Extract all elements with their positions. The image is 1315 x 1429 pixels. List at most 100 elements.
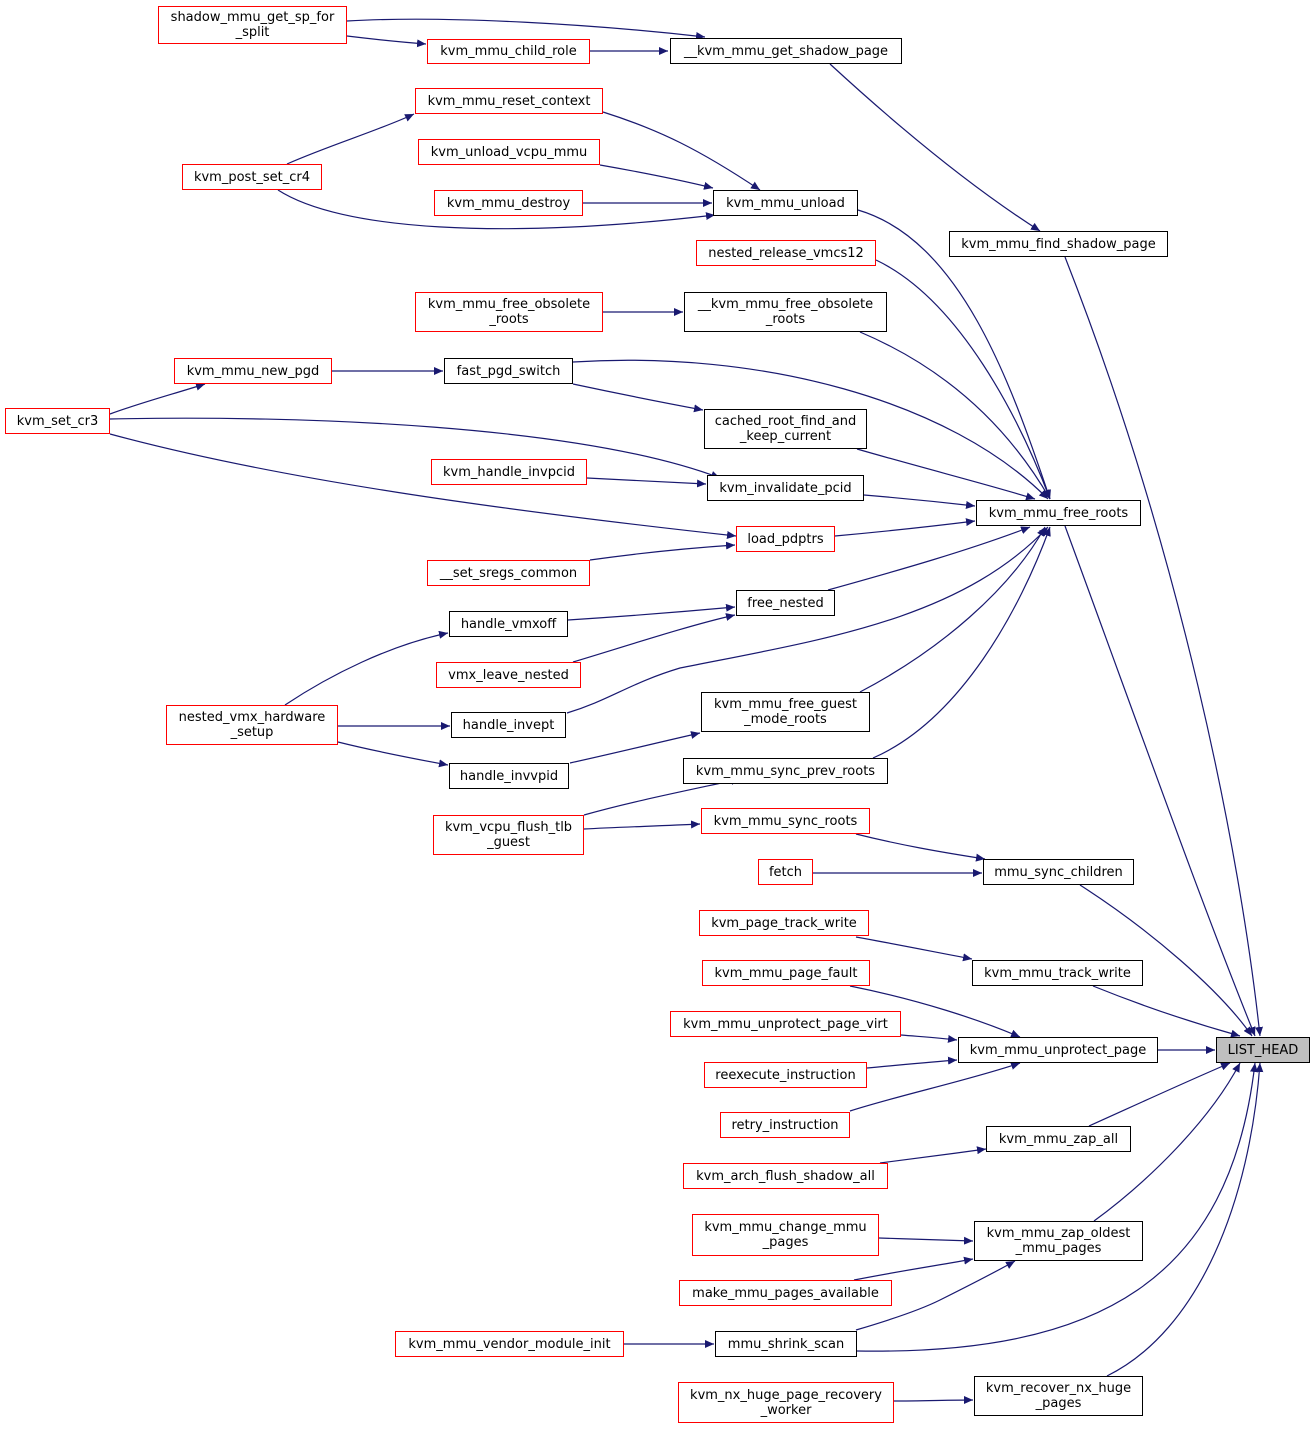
node-free-nested[interactable]: free_nested — [736, 590, 835, 616]
node-kvm-mmu-vendor-module-init[interactable]: kvm_mmu_vendor_module_init — [395, 1331, 624, 1357]
edge-n29-to-n19 — [872, 526, 1051, 759]
edge-n25-to-n28 — [337, 741, 449, 768]
edge-n30-to-n31 — [583, 820, 701, 830]
edge-n23-to-n22 — [567, 603, 736, 621]
edge-n28-to-n27 — [569, 731, 701, 764]
node-kvm-handle-invpcid[interactable]: kvm_handle_invpcid — [431, 459, 587, 485]
node-kvm-mmu-change-mmu-pages[interactable]: kvm_mmu_change_mmu _pages — [692, 1214, 879, 1256]
edge-n15-to-n13 — [109, 382, 206, 415]
node-set-sregs-common[interactable]: __set_sregs_common — [427, 560, 590, 586]
node-retry-instruction[interactable]: retry_instruction — [720, 1112, 850, 1138]
node-kvm-mmu-reset-context[interactable]: kvm_mmu_reset_context — [415, 88, 603, 114]
node-kvm-post-set-cr4[interactable]: kvm_post_set_cr4 — [182, 164, 322, 190]
node-handle-invvpid[interactable]: handle_invvpid — [449, 763, 569, 789]
node-fetch[interactable]: fetch — [758, 859, 813, 885]
node-kvm-mmu-free-roots[interactable]: kvm_mmu_free_roots — [976, 500, 1141, 526]
node-kvm-mmu-new-pgd[interactable]: kvm_mmu_new_pgd — [174, 358, 332, 384]
node-kvm-mmu-unprotect-page-virt[interactable]: kvm_mmu_unprotect_page_virt — [670, 1011, 901, 1037]
edge-n45-to-n39 — [1093, 1062, 1241, 1222]
node-load-pdptrs[interactable]: load_pdptrs — [736, 526, 835, 552]
edge-n31-to-n33 — [855, 833, 986, 862]
node-kvm-mmu-sync-prev-roots[interactable]: kvm_mmu_sync_prev_roots — [683, 758, 888, 784]
node-kvm-mmu-page-fault[interactable]: kvm_mmu_page_fault — [702, 960, 870, 986]
node-cached-root-find-and-keep-current[interactable]: cached_root_find_and _keep_current — [704, 409, 867, 449]
edge-n34-to-n35 — [855, 936, 973, 962]
edge-n9-to-n39 — [1064, 256, 1264, 1037]
edge-n6-to-n8 — [277, 189, 716, 230]
edge-n44-to-n45 — [878, 1236, 974, 1245]
edge-n40-to-n38 — [866, 1056, 958, 1069]
node-kvm-mmu-zap-all[interactable]: kvm_mmu_zap_all — [986, 1126, 1131, 1152]
edge-n42-to-n39 — [1088, 1062, 1231, 1127]
node-kvm-vcpu-flush-tlb-guest[interactable]: kvm_vcpu_flush_tlb _guest — [433, 815, 584, 855]
edge-n14-to-n16 — [572, 383, 704, 413]
edge-n48-to-n45 — [855, 1260, 1016, 1331]
node-vmx-leave-nested[interactable]: vmx_leave_nested — [436, 662, 581, 688]
node-kvm-arch-flush-shadow-all[interactable]: kvm_arch_flush_shadow_all — [683, 1163, 888, 1189]
node-kvm-mmu-free-guest-mode-roots[interactable]: kvm_mmu_free_guest _mode_roots — [701, 692, 870, 732]
node-kvm-mmu-get-shadow-page[interactable]: __kvm_mmu_get_shadow_page — [670, 38, 902, 64]
edge-n49-to-n50 — [893, 1396, 974, 1405]
edge-n25-to-n23 — [284, 630, 449, 706]
node-kvm-mmu-zap-oldest-mmu-pages[interactable]: kvm_mmu_zap_oldest _mmu_pages — [974, 1221, 1143, 1261]
edge-n4-to-n8 — [602, 111, 761, 191]
edge-n22-to-n19 — [827, 526, 1031, 591]
edge-n1-to-n2 — [346, 18, 706, 40]
edge-n46-to-n45 — [853, 1256, 974, 1281]
node-reexecute-instruction[interactable]: reexecute_instruction — [704, 1062, 867, 1088]
node-fast-pgd-switch[interactable]: fast_pgd_switch — [444, 358, 573, 384]
edge-n26-to-n19 — [566, 526, 1049, 714]
node-kvm-mmu-find-shadow-page[interactable]: kvm_mmu_find_shadow_page — [949, 231, 1168, 257]
edge-n14-to-n19 — [572, 359, 1049, 500]
node-kvm-mmu-sync-roots[interactable]: kvm_mmu_sync_roots — [701, 808, 870, 834]
node-kvm-mmu-track-write[interactable]: kvm_mmu_track_write — [972, 960, 1143, 986]
edge-n50-to-n39 — [1106, 1062, 1264, 1377]
node-kvm-unload-vcpu-mmu[interactable]: kvm_unload_vcpu_mmu — [418, 139, 600, 165]
edge-n12-to-n19 — [859, 331, 1051, 500]
node-kvm-recover-nx-huge-pages[interactable]: kvm_recover_nx_huge _pages — [974, 1376, 1143, 1416]
edge-n3-to-n9 — [829, 63, 1041, 232]
edge-n15-to-n20 — [109, 433, 737, 539]
edge-n20-to-n19 — [834, 518, 976, 537]
node-kvm-nx-huge-page-recovery-worker[interactable]: kvm_nx_huge_page_recovery _worker — [678, 1382, 894, 1423]
node-handle-invept[interactable]: handle_invept — [451, 712, 566, 738]
node-kvm-mmu-free-obsolete-roots-internal[interactable]: __kvm_mmu_free_obsolete _roots — [684, 292, 887, 332]
node-kvm-mmu-unload[interactable]: kvm_mmu_unload — [713, 190, 858, 216]
edge-n10-to-n19 — [875, 259, 1051, 500]
node-mmu-sync-children[interactable]: mmu_sync_children — [983, 859, 1134, 885]
edge-n24-to-n22 — [572, 613, 736, 663]
edge-n8-to-n19 — [857, 209, 1051, 500]
node-kvm-mmu-child-role[interactable]: kvm_mmu_child_role — [427, 39, 590, 64]
edge-n15-to-n18 — [109, 417, 721, 479]
node-kvm-invalidate-pcid[interactable]: kvm_invalidate_pcid — [707, 475, 864, 501]
edge-n17-to-n18 — [586, 477, 707, 488]
node-kvm-mmu-free-obsolete-roots[interactable]: kvm_mmu_free_obsolete _roots — [415, 292, 603, 332]
edge-n19-to-n39 — [1064, 525, 1256, 1037]
node-shadow-mmu-get-sp-for-split[interactable]: shadow_mmu_get_sp_for _split — [158, 6, 347, 44]
node-nested-release-vmcs12[interactable]: nested_release_vmcs12 — [696, 240, 876, 266]
edge-n33-to-n39 — [1079, 884, 1253, 1037]
node-nested-vmx-hardware-setup[interactable]: nested_vmx_hardware _setup — [166, 705, 338, 745]
edge-n5-to-n8 — [599, 164, 714, 190]
edge-n21-to-n20 — [589, 541, 736, 561]
node-handle-vmxoff[interactable]: handle_vmxoff — [449, 611, 568, 637]
edge-n6-to-n4 — [286, 113, 415, 165]
edge-n48-to-n39 — [856, 1062, 1258, 1352]
node-mmu-shrink-scan[interactable]: mmu_shrink_scan — [715, 1331, 857, 1357]
edge-n37-to-n38 — [900, 1034, 958, 1043]
edge-n16-to-n19 — [856, 448, 1036, 501]
node-kvm-set-cr3[interactable]: kvm_set_cr3 — [5, 408, 110, 434]
node-list-head: LIST_HEAD — [1216, 1037, 1310, 1063]
call-edges — [109, 18, 1264, 1405]
edge-n43-to-n42 — [879, 1146, 987, 1164]
node-kvm-mmu-unprotect-page[interactable]: kvm_mmu_unprotect_page — [958, 1037, 1158, 1063]
node-kvm-mmu-destroy[interactable]: kvm_mmu_destroy — [434, 190, 583, 216]
edge-n27-to-n19 — [859, 526, 1046, 693]
node-make-mmu-pages-available[interactable]: make_mmu_pages_available — [679, 1280, 892, 1306]
node-kvm-page-track-write[interactable]: kvm_page_track_write — [699, 910, 869, 936]
edge-n35-to-n39 — [1092, 985, 1241, 1038]
edge-n18-to-n19 — [863, 494, 976, 509]
edge-n36-to-n38 — [849, 985, 1021, 1038]
edge-n1-to-n3 — [346, 35, 427, 48]
